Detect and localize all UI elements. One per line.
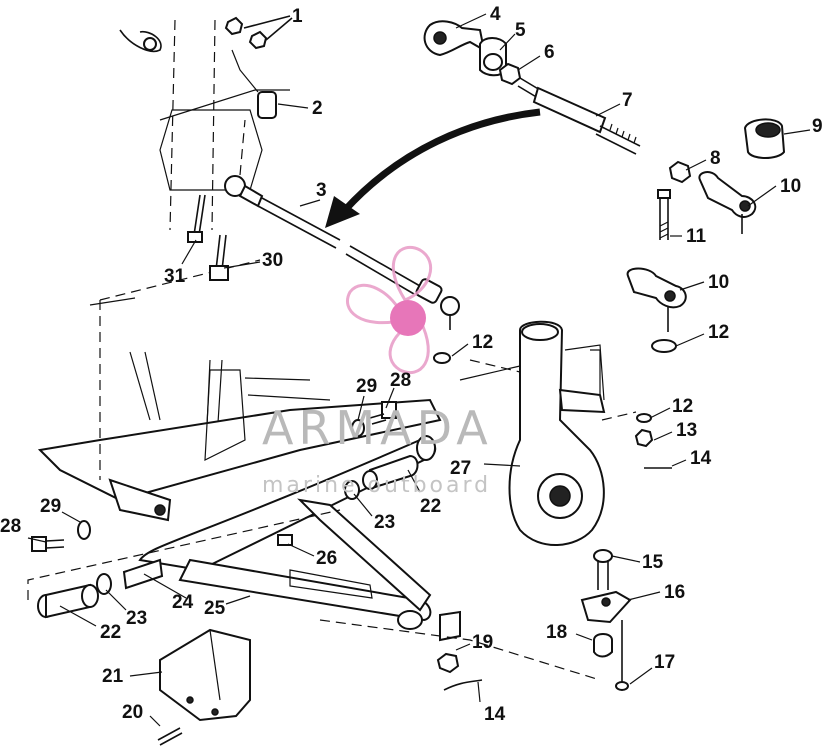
tie-rod-3 (224, 175, 460, 330)
spindle-27 (508, 320, 606, 546)
washer-12-small (636, 413, 652, 423)
callout-12-mid: 12 (472, 332, 493, 353)
bolt-30 (209, 234, 229, 281)
callout-14-lower: 14 (484, 704, 506, 725)
callout-14-upper: 14 (690, 448, 712, 469)
callout-28-right: 28 (390, 370, 411, 391)
callout-12-small: 12 (672, 396, 693, 417)
callout-18: 18 (546, 622, 567, 643)
a-arm-25 (138, 435, 437, 630)
callout-27: 27 (450, 458, 471, 479)
callout-16: 16 (664, 582, 685, 603)
bolt-28-left (31, 536, 65, 552)
washer-12-right (651, 339, 677, 353)
callout-17: 17 (654, 652, 675, 673)
cotter-pin-14-lower (443, 679, 483, 691)
sleeve-24 (122, 558, 164, 590)
callout-2: 2 (312, 98, 323, 119)
callout-1: 1 (292, 6, 303, 27)
callout-10-upper: 10 (780, 176, 801, 197)
callout-23-left: 23 (126, 608, 147, 629)
callout-labels: 1 2 3 4 5 6 7 8 9 10 10 11 12 12 12 13 1… (0, 4, 823, 725)
rod-end-10-lower (626, 267, 687, 332)
rod-end-10-upper (698, 171, 757, 234)
chassis-frame (37, 300, 442, 522)
bushing-22-right (362, 454, 419, 490)
callout-19: 19 (472, 632, 493, 653)
nut-13 (634, 428, 654, 448)
rod-end-4 (423, 20, 486, 57)
watermark: ARMADA marine outboard (262, 246, 493, 498)
callout-22-right: 22 (420, 496, 441, 517)
callout-23-right: 23 (374, 512, 395, 533)
bolt-20 (157, 727, 183, 746)
assembly-arrow (325, 108, 541, 228)
callout-22-left: 22 (100, 622, 121, 643)
bolt-17 (615, 620, 629, 691)
callout-20: 20 (122, 702, 143, 723)
jam-nut-6 (498, 62, 522, 86)
callout-12-right: 12 (708, 322, 729, 343)
skid-plate-21 (159, 628, 251, 722)
callout-28-left: 28 (0, 516, 21, 537)
watermark-title: ARMADA (262, 401, 493, 455)
plate-16 (580, 590, 632, 624)
washer-12-mid (433, 352, 451, 364)
bolt-15 (593, 549, 613, 590)
callout-25: 25 (204, 598, 226, 619)
washer-23-left (96, 573, 112, 595)
ball-joint-19 (436, 610, 461, 674)
top-left-eyelet (119, 29, 162, 52)
callout-15: 15 (642, 552, 664, 573)
nut-8 (668, 160, 692, 184)
callout-7: 7 (622, 90, 633, 111)
callout-11: 11 (686, 226, 707, 247)
bolt-31 (187, 194, 206, 243)
boot-9 (743, 118, 786, 159)
callout-5: 5 (515, 20, 526, 41)
callout-3: 3 (316, 180, 327, 201)
callout-31: 31 (164, 266, 186, 287)
leader-lines (27, 13, 811, 727)
callout-21: 21 (102, 666, 124, 687)
callout-13: 13 (676, 420, 697, 441)
grease-fitting-26 (277, 534, 293, 546)
callout-30: 30 (262, 250, 283, 271)
steering-arm (231, 49, 277, 119)
adjuster-rod-7 (517, 77, 641, 155)
ball-joint-18 (593, 633, 613, 658)
callout-24: 24 (172, 592, 194, 613)
washer-23-right (344, 480, 360, 500)
callout-6: 6 (544, 42, 555, 63)
watermark-logo (346, 246, 433, 374)
callout-9: 9 (812, 116, 823, 137)
callout-4: 4 (490, 4, 501, 25)
washer-29-left (77, 520, 91, 540)
bushing-22-left (37, 583, 99, 619)
nut-1-pair (224, 15, 293, 50)
assembly-lines (27, 349, 637, 681)
bolt-11 (657, 189, 671, 240)
callout-29-left: 29 (40, 496, 61, 517)
callout-26: 26 (316, 548, 337, 569)
callout-10-lower: 10 (708, 272, 729, 293)
callout-29-right: 29 (356, 376, 377, 397)
watermark-subtitle: marine outboard (262, 473, 491, 498)
callout-8: 8 (710, 148, 721, 169)
